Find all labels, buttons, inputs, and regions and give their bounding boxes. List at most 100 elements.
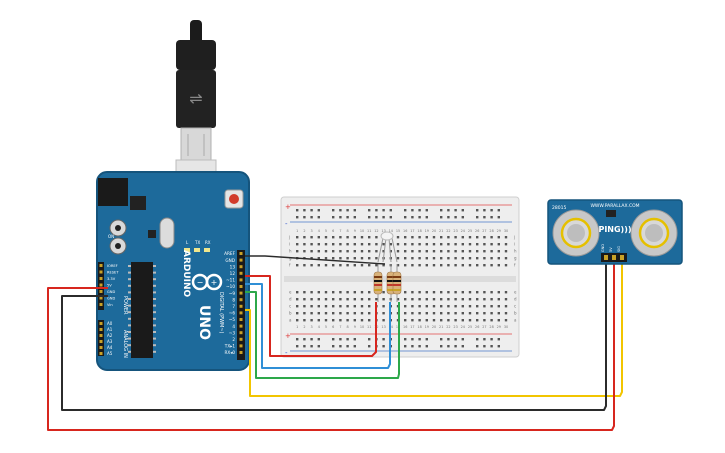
column-number: 17 xyxy=(410,229,414,233)
column-number: 9 xyxy=(354,325,356,329)
rgb-led[interactable] xyxy=(377,231,398,263)
power-pin[interactable] xyxy=(99,290,103,293)
led-label-rx: RX xyxy=(205,240,211,245)
column-number: 27 xyxy=(482,325,486,329)
row-letter: b xyxy=(289,311,292,316)
digital-pin[interactable] xyxy=(239,271,243,275)
column-number: 13 xyxy=(381,229,385,233)
sensor-pin-5v[interactable] xyxy=(612,255,616,260)
wire-red-pin11[interactable] xyxy=(245,275,377,357)
analog-pin[interactable] xyxy=(99,334,103,337)
column-number: 10 xyxy=(360,325,364,329)
row-letter: d xyxy=(514,297,517,302)
power-pin[interactable] xyxy=(99,270,103,274)
digital-pin[interactable] xyxy=(239,318,243,321)
column-number: 12 xyxy=(374,229,378,233)
digital-pin[interactable] xyxy=(239,337,243,341)
digital-pin[interactable] xyxy=(239,351,243,354)
column-number: 7 xyxy=(339,325,341,329)
crystal-oscillator xyxy=(159,217,175,249)
power-pin-label: RESET xyxy=(107,271,119,275)
digital-pin[interactable] xyxy=(239,298,243,302)
analog-pin[interactable] xyxy=(99,322,103,325)
row-letter: c xyxy=(514,304,516,309)
digital-pin[interactable] xyxy=(239,311,243,315)
power-header-label: POWER xyxy=(122,296,128,315)
digital-pin[interactable] xyxy=(239,285,243,288)
analog-pin[interactable] xyxy=(99,352,103,355)
digital-pin-label: ~9 xyxy=(229,291,236,296)
wire-red-5v-sensor[interactable] xyxy=(47,262,615,431)
column-number: 24 xyxy=(461,229,465,233)
wire-green-pin9[interactable] xyxy=(245,291,400,379)
digital-pin[interactable] xyxy=(239,252,243,255)
led-label-tx: TX xyxy=(194,240,200,245)
digital-pin-label: ~10 xyxy=(226,284,235,289)
column-number: 19 xyxy=(425,325,429,329)
atmega-chip xyxy=(131,262,153,358)
analog-pin[interactable] xyxy=(99,346,103,349)
digital-pin[interactable] xyxy=(239,324,243,328)
power-pin-label: IOREF xyxy=(107,264,118,268)
analog-header-label: ANALOG IN xyxy=(122,330,128,358)
resistor-3[interactable] xyxy=(392,264,402,302)
rail-plus-bottom: + xyxy=(285,332,291,340)
sensor-name: PING))) xyxy=(598,225,631,234)
sensor-pin-gnd[interactable] xyxy=(604,255,608,260)
reset-button-cap[interactable] xyxy=(229,194,239,204)
row-letter: h xyxy=(514,249,517,254)
wire-yellow-pin7-sig[interactable] xyxy=(245,262,623,397)
row-letter: f xyxy=(514,263,516,268)
column-number: 28 xyxy=(489,325,493,329)
column-number: 26 xyxy=(475,229,479,233)
row-letter: e xyxy=(514,290,517,295)
digital-pin-label: ~11 xyxy=(226,278,235,283)
power-pin[interactable] xyxy=(99,264,103,267)
digital-pin[interactable] xyxy=(239,278,243,282)
wire-gnd-to-led[interactable] xyxy=(245,255,386,265)
column-number: 4 xyxy=(318,229,320,233)
rail-minus-top: - xyxy=(285,220,288,228)
digital-pin-label: TX▸1 xyxy=(224,344,236,349)
digital-pin[interactable] xyxy=(239,265,243,269)
power-pin-label: 3.3V xyxy=(107,277,116,281)
column-number: 26 xyxy=(475,325,479,329)
power-pin[interactable] xyxy=(99,296,103,300)
rgb-led-lens xyxy=(380,231,394,241)
sensor-pin-sig[interactable] xyxy=(620,255,624,260)
sensor-pin-label-5v: 5V xyxy=(609,247,613,252)
power-jack xyxy=(98,178,128,206)
digital-pin[interactable] xyxy=(239,344,243,348)
usb-cable: ⇌ xyxy=(175,20,217,191)
column-number: 6 xyxy=(332,229,334,233)
power-pin[interactable] xyxy=(99,303,103,306)
power-pin[interactable] xyxy=(99,283,103,287)
digital-pin[interactable] xyxy=(239,304,243,308)
row-letter: b xyxy=(514,311,517,316)
analog-pin[interactable] xyxy=(99,328,103,331)
ping-sensor[interactable]: WWW.PARALLAX.COM 28015 PING))) GND 5V SI… xyxy=(547,199,683,265)
column-number: 18 xyxy=(417,229,421,233)
arduino-board[interactable]: L TX RX − + ARDUINO UNO POWER ANALOG IN … xyxy=(96,171,250,371)
resistor-1[interactable] xyxy=(373,264,383,302)
digital-pin-label: 2 xyxy=(232,337,235,342)
column-number: 5 xyxy=(325,325,327,329)
led-label-l: L xyxy=(186,240,189,245)
row-letter: i xyxy=(289,242,290,247)
wire-black-gnd-sensor[interactable] xyxy=(61,262,607,411)
column-number: 2 xyxy=(303,325,305,329)
breadboard-holes[interactable] xyxy=(296,209,508,348)
usb-plug-metal xyxy=(180,127,212,161)
wire-blue-pin10[interactable] xyxy=(245,283,391,369)
digital-pin[interactable] xyxy=(239,258,243,262)
analog-pin[interactable] xyxy=(99,340,103,343)
column-number: 5 xyxy=(325,229,327,233)
power-pin[interactable] xyxy=(99,277,103,280)
wires[interactable] xyxy=(47,255,623,431)
power-pin-label: Vin xyxy=(107,303,113,307)
digital-pin[interactable] xyxy=(239,331,243,335)
column-number: 1 xyxy=(296,325,298,329)
digital-pin-label: RX◂0 xyxy=(224,350,235,355)
digital-pin[interactable] xyxy=(239,291,243,295)
